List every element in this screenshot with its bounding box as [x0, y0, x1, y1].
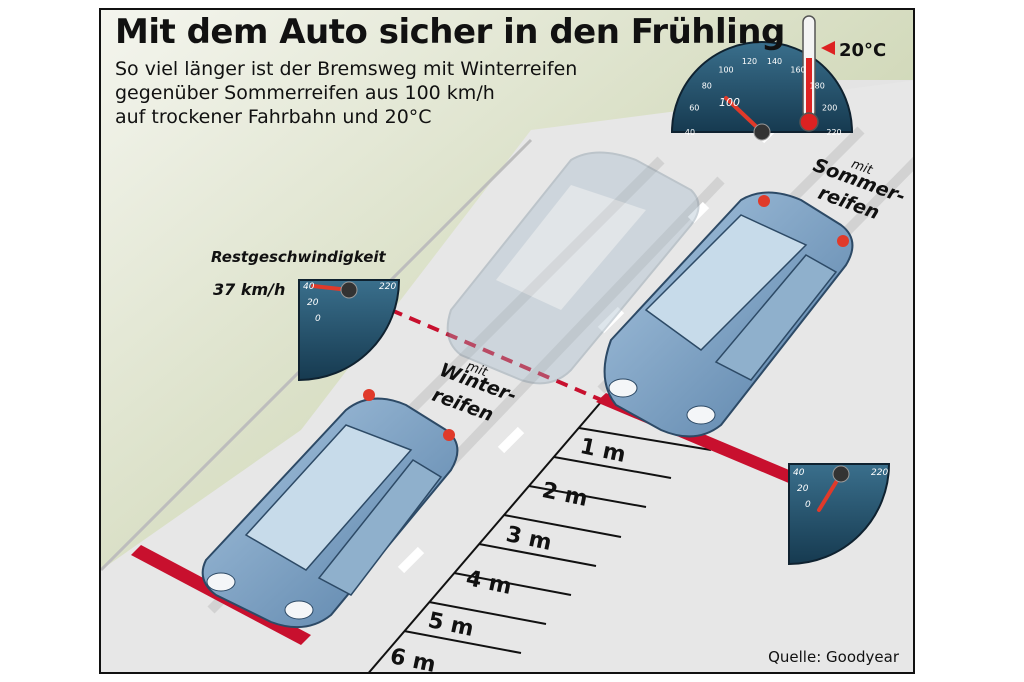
speedometer-value: 100: [719, 96, 740, 109]
summer-car: [603, 191, 854, 438]
residual-tick-40: 40: [303, 282, 315, 292]
source-credit: Quelle: Goodyear: [768, 648, 899, 666]
summer-gauge-tick-0: 0: [805, 500, 811, 510]
ghost-car: [446, 151, 700, 385]
speedometer-tick-label: 60: [689, 103, 699, 112]
distance-scale: [368, 401, 712, 672]
infographic-title: Mit dem Auto sicher in den Frühling: [115, 12, 785, 52]
temperature-label: 20°C: [839, 40, 887, 61]
residual-speed-label: Restgeschwindigkeit: [211, 248, 386, 266]
speedometer-tick-label: 180: [810, 82, 825, 91]
residual-tick-20: 20: [307, 298, 319, 308]
summer-gauge: [788, 463, 891, 566]
subtitle-line-3: auf trockener Fahrbahn und 20°C: [115, 106, 432, 128]
residual-tick-220: 220: [379, 282, 397, 292]
speedometer-tick-label: 100: [718, 66, 733, 75]
residual-tick-0: 0: [315, 314, 321, 324]
summer-gauge-tick-220: 220: [871, 468, 889, 478]
residual-gauge: [298, 279, 401, 382]
speedometer-tick-label: 160: [790, 66, 805, 75]
speedometer-tick-label: 220: [826, 128, 841, 137]
summer-gauge-tick-20: 20: [797, 484, 809, 494]
speedometer-tick-label: 120: [742, 57, 757, 66]
speedometer-tick-label: 200: [822, 103, 837, 112]
residual-speed-value: 37 km/h: [213, 280, 286, 299]
thermometer-icon: [799, 15, 835, 132]
subtitle-line-2: gegenüber Sommerreifen aus 100 km/h: [115, 82, 495, 104]
summer-gauge-tick-40: 40: [793, 468, 805, 478]
speedometer-tick-label: 40: [685, 128, 695, 137]
speedometer-tick-label: 140: [767, 57, 782, 66]
subtitle-line-1: So viel länger ist der Bremsweg mit Wint…: [115, 58, 578, 80]
winter-car: [201, 389, 459, 629]
speedometer-tick-label: 80: [702, 82, 712, 91]
